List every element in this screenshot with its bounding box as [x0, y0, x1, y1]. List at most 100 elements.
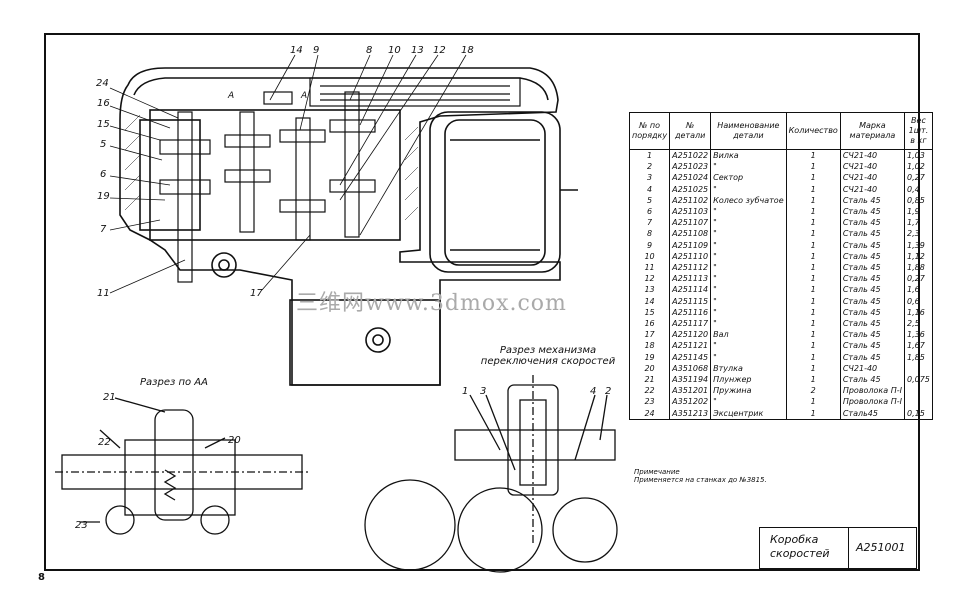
callout-19: 19 — [97, 191, 110, 202]
callout-3: 3 — [480, 386, 486, 397]
row-part-name: " — [710, 284, 787, 296]
row-part-no: А251022 — [669, 149, 712, 162]
row-part-name: " — [710, 262, 787, 274]
row-weight — [903, 362, 933, 375]
callout-18: 18 — [461, 45, 474, 56]
row-index: 4 — [628, 183, 671, 195]
row-part-no: А251113 — [669, 273, 712, 285]
row-part-name: " — [710, 273, 787, 285]
row-quantity: 1 — [785, 362, 841, 375]
row-weight: 0,27 — [903, 273, 933, 285]
row-material: Проволока П-I — [839, 396, 905, 408]
row-index: 10 — [628, 250, 671, 263]
row-index: 18 — [628, 340, 671, 352]
row-weight: 1,02 — [903, 161, 933, 173]
row-quantity: 1 — [785, 295, 841, 307]
row-quantity: 1 — [785, 206, 841, 218]
row-part-no: А251107 — [669, 217, 712, 229]
row-part-name: " — [710, 295, 787, 307]
row-quantity: 1 — [785, 228, 841, 240]
header-quantity: Количество — [785, 112, 841, 150]
row-weight: 1,88 — [903, 262, 933, 274]
row-part-name: Эксцентрик — [710, 407, 787, 420]
row-material: СЧ21-40 — [839, 149, 905, 162]
row-index: 13 — [628, 284, 671, 296]
row-quantity: 1 — [785, 273, 841, 285]
row-material: Сталь 45 — [839, 217, 905, 229]
row-material: Сталь 45 — [839, 250, 905, 263]
leader-lines — [109, 54, 467, 294]
row-quantity: 1 — [785, 194, 841, 207]
callout-24: 24 — [96, 78, 109, 89]
row-material: Сталь 45 — [839, 273, 905, 285]
row-part-no: А251108 — [669, 228, 712, 240]
callout-17: 17 — [250, 288, 263, 299]
section-aa-drawing — [55, 397, 310, 535]
row-material: Сталь 45 — [839, 351, 905, 363]
row-part-name: " — [710, 206, 787, 218]
callout-21: 21 — [103, 392, 116, 403]
row-weight: 0,075 — [903, 374, 933, 386]
row-material: Сталь 45 — [839, 228, 905, 240]
page-number: 8 — [38, 572, 45, 583]
drawing-title: Коробка скоростей — [770, 533, 830, 560]
hatching — [124, 114, 419, 221]
row-quantity: 1 — [785, 149, 841, 162]
row-quantity: 1 — [785, 217, 841, 229]
row-material: Сталь 45 — [839, 318, 905, 330]
row-part-no: А351194 — [669, 374, 712, 386]
row-weight: 0,15 — [903, 407, 933, 420]
row-quantity: 1 — [785, 340, 841, 352]
row-index: 23 — [628, 396, 671, 408]
row-part-no: А251103 — [669, 206, 712, 218]
drawing-code: А251001 — [856, 541, 906, 554]
callout-numbers-shift: 1 3 4 2 — [462, 386, 611, 397]
gearbox-housing — [119, 67, 578, 386]
header-part-no: № детали — [669, 112, 712, 150]
row-quantity: 1 — [785, 374, 841, 386]
row-material: Сталь 45 — [839, 295, 905, 307]
callout-15: 15 — [97, 119, 110, 130]
row-material: Сталь 45 — [839, 239, 905, 251]
row-part-name: " — [710, 306, 787, 319]
row-quantity: 1 — [785, 396, 841, 408]
row-material: Сталь 45 — [839, 340, 905, 352]
row-material: СЧ21-40 — [839, 161, 905, 173]
row-index: 24 — [628, 407, 671, 420]
callout-1: 1 — [462, 386, 468, 397]
row-part-no: А251109 — [669, 239, 712, 251]
callout-12: 12 — [433, 45, 446, 56]
row-index: 9 — [628, 239, 671, 251]
row-quantity: 1 — [785, 329, 841, 341]
row-material: Сталь 45 — [839, 329, 905, 341]
row-index: 17 — [628, 329, 671, 341]
callout-14: 14 — [290, 45, 303, 56]
callout-7: 7 — [100, 224, 107, 235]
row-part-name: " — [710, 318, 787, 330]
row-weight: 2,5 — [903, 318, 933, 330]
row-part-name: Вал — [710, 329, 787, 341]
row-part-name: " — [710, 217, 787, 229]
row-part-no: А251121 — [669, 340, 712, 352]
callout-13: 13 — [411, 45, 424, 56]
section-marks: А А — [227, 91, 307, 101]
row-part-no: А351202 — [669, 396, 712, 408]
row-index: 8 — [628, 228, 671, 240]
row-material: Сталь 45 — [839, 206, 905, 218]
drawing-note: Примечание Применяется на станках до №38… — [634, 468, 767, 484]
callout-numbers-main: 24 16 15 5 6 19 7 11 14 9 8 10 13 12 18 … — [96, 45, 474, 299]
row-index: 1 — [628, 149, 671, 162]
header-material: Марка материала — [839, 112, 905, 150]
row-part-no: А351201 — [669, 385, 712, 397]
